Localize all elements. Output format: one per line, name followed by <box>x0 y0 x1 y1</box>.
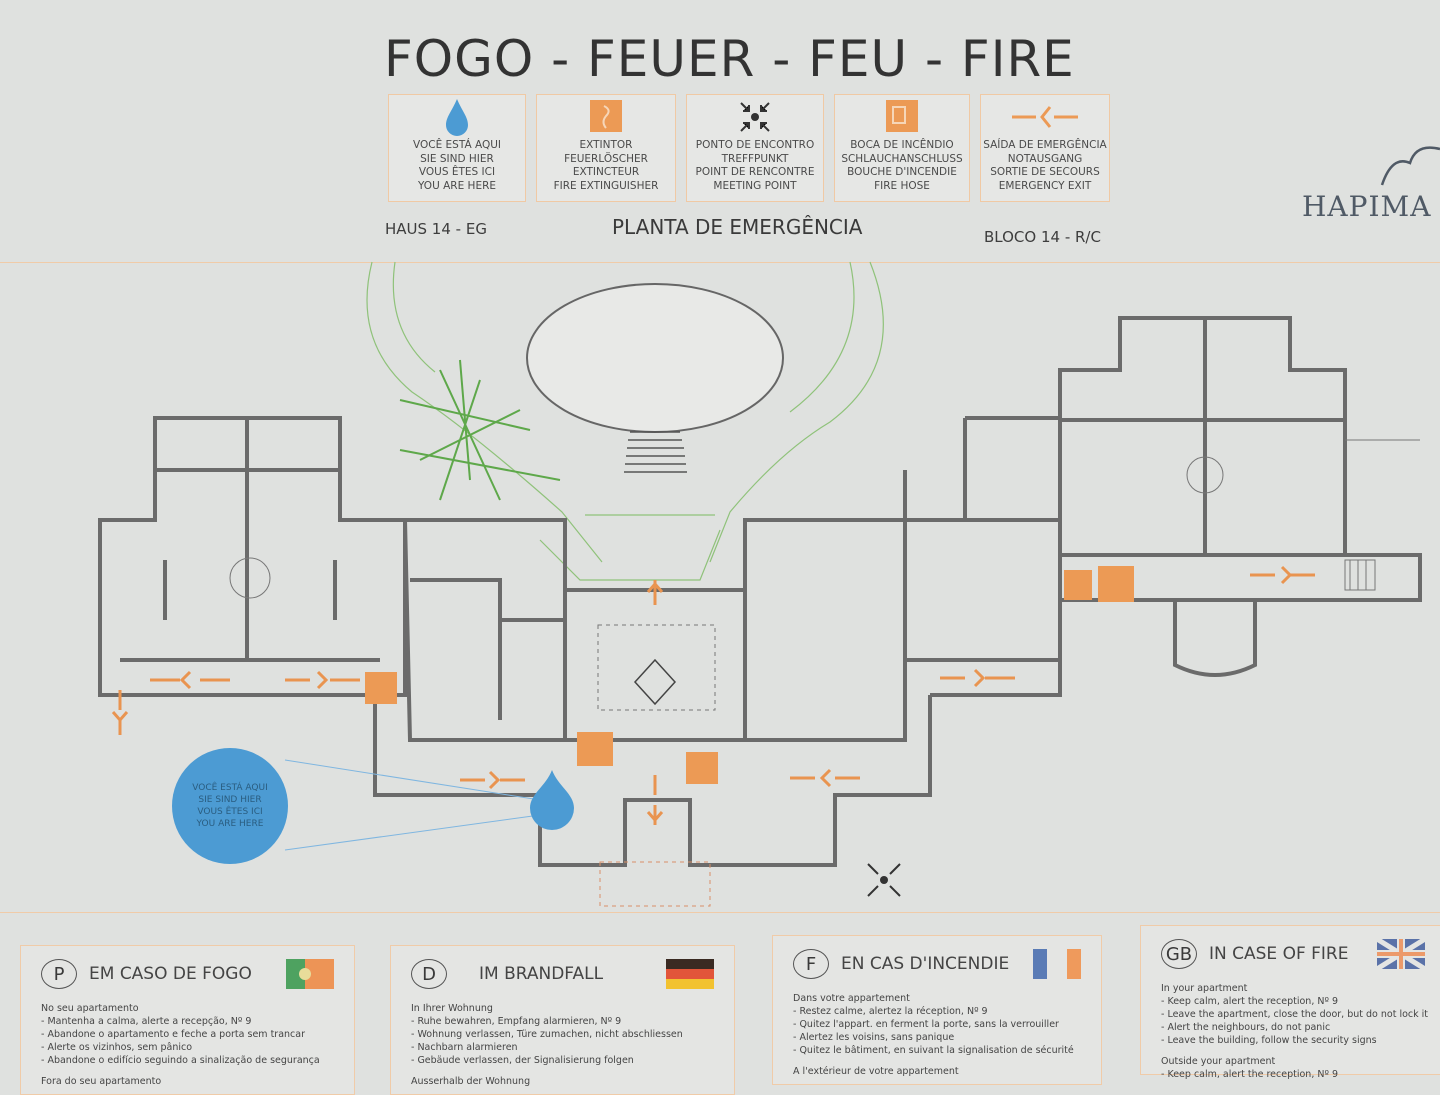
legend-you-are-here: VOCÊ ESTÁ AQUI SIE SIND HIER VOUS ÊTES I… <box>388 94 526 202</box>
instructions-german: D IM BRANDFALL In Ihrer Wohnung - Ruhe be… <box>390 945 735 1095</box>
building-label-pt: BLOCO 14 - R/C <box>984 228 1101 246</box>
legend-text: VOUS ÊTES ICI <box>418 166 496 178</box>
instructions-title: IM BRANDFALL <box>479 964 604 984</box>
instruction-line: In Ihrer Wohnung <box>411 1003 493 1014</box>
legend-text: NOTAUSGANG <box>1007 152 1083 165</box>
legend-text: EXTINCTEUR <box>572 166 640 178</box>
instruction-line: - Abandone o edifício seguindo a sinaliz… <box>41 1055 320 1066</box>
logo: HAPIMA <box>1302 190 1432 223</box>
building-walls <box>98 316 1422 867</box>
page-title: FOGO - FEUER - FEU - FIRE <box>384 30 1075 88</box>
instruction-line: - Leave the apartment, close the door, b… <box>1161 1009 1429 1020</box>
legend-text: TREFFPUNKT <box>721 152 789 165</box>
instruction-line: - Restez calme, alertez la réception, Nº… <box>793 1006 988 1017</box>
portugal-flag-icon <box>286 959 334 989</box>
language-code: D <box>411 959 447 989</box>
emergency-exit-arrow-icon <box>981 95 1109 139</box>
legend-text: BOUCHE D'INCENDIE <box>847 166 957 178</box>
legend-text: SCHLAUCHANSCHLUSS <box>841 152 963 165</box>
uk-flag-icon <box>1377 939 1425 969</box>
legend-text: YOU ARE HERE <box>417 179 497 192</box>
legend-text: SORTIE DE SECOURS <box>990 166 1100 178</box>
legend-text: FEUERLÖSCHER <box>564 152 648 165</box>
logo-mark-icon <box>1380 146 1440 186</box>
legend-meeting-point: PONTO DE ENCONTRO TREFFPUNKT POINT DE RE… <box>686 94 824 202</box>
garden-outline <box>366 261 884 581</box>
instruction-line: Fora do seu apartamento <box>41 1076 162 1087</box>
instruction-line: - Alerte os vizinhos, sem pânico <box>41 1042 193 1053</box>
floor-plan <box>98 261 1422 907</box>
legend-text: FIRE EXTINGUISHER <box>553 179 659 192</box>
fire-hose-icon <box>835 95 969 139</box>
pool <box>526 283 784 433</box>
plan-title: PLANTA DE EMERGÊNCIA <box>612 215 863 239</box>
interior-details <box>229 439 1420 907</box>
instructions-french: F EN CAS D'INCENDIE Dans votre appartemen… <box>772 935 1102 1085</box>
legend-text: SAÍDA DE EMERGÊNCIA <box>983 139 1107 151</box>
instruction-line: - Quitez l'appart. en ferment la porte, … <box>793 1019 1059 1030</box>
fire-equipment-markers <box>365 566 1134 784</box>
instruction-line: - Wohnung verlassen, Türe zumachen, nich… <box>411 1029 683 1040</box>
divider <box>0 262 1440 263</box>
instruction-line: No seu apartamento <box>41 1003 139 1014</box>
instruction-line: - Keep calm, alert the reception, Nº 9 <box>1161 996 1339 1007</box>
instruction-line: - Quitez le bâtiment, en suivant la sign… <box>793 1045 1074 1056</box>
instruction-line: - Gebäude verlassen, der Signalisierung … <box>411 1055 634 1066</box>
instruction-line: - Nachbarn alarmieren <box>411 1042 518 1053</box>
legend-text: POINT DE RENCONTRE <box>695 166 815 178</box>
instruction-line: - Abandone o apartamento e feche a porta… <box>41 1029 305 1040</box>
instruction-line: Dans votre appartement <box>793 993 910 1004</box>
instructions-portuguese: P EM CASO DE FOGO No seu apartamento - Ma… <box>20 945 355 1095</box>
legend-text: EXTINTOR <box>579 139 633 151</box>
instruction-line: In your apartment <box>1161 983 1248 994</box>
legend-text: VOCÊ ESTÁ AQUI <box>412 139 502 151</box>
instruction-line: - Keep calm, alert the reception, Nº 9 <box>1161 1069 1339 1080</box>
pool-stairs <box>624 431 687 473</box>
palm-tree-icon <box>399 359 561 501</box>
instruction-line: - Mantenha a calma, alerte a recepção, N… <box>41 1016 252 1027</box>
fire-extinguisher-icon <box>537 95 675 139</box>
you-are-here-callout: VOCÊ ESTÁ AQUI SIE SIND HIER VOUS ÊTES I… <box>172 748 288 864</box>
instructions-title: EN CAS D'INCENDIE <box>841 954 1010 974</box>
instruction-line: Outside your apartment <box>1161 1056 1276 1067</box>
you-are-here-pointer <box>284 759 574 851</box>
legend-text: MEETING POINT <box>713 179 797 192</box>
instruction-line: - Alert the neighbours, do not panic <box>1161 1022 1331 1033</box>
callout-text: VOCÊ ESTÁ AQUI <box>192 783 268 793</box>
instructions-title: EM CASO DE FOGO <box>89 964 252 984</box>
language-code: F <box>793 949 829 979</box>
instruction-line: - Alertez les voisins, sans panique <box>793 1032 955 1043</box>
legend-text: BOCA DE INCÊNDIO <box>850 139 954 151</box>
france-flag-icon <box>1033 949 1081 979</box>
legend-fire-hose: BOCA DE INCÊNDIO SCHLAUCHANSCHLUSS BOUCH… <box>834 94 970 202</box>
divider <box>0 912 1440 913</box>
legend-text: FIRE HOSE <box>874 179 930 192</box>
instructions-title: IN CASE OF FIRE <box>1209 944 1349 964</box>
legend-fire-extinguisher: EXTINTOR FEUERLÖSCHER EXTINCTEUR FIRE EX… <box>536 94 676 202</box>
building-label-de: HAUS 14 - EG <box>385 220 487 238</box>
instruction-line: - Ruhe bewahren, Empfang alarmieren, Nº … <box>411 1016 622 1027</box>
callout-text: YOU ARE HERE <box>196 819 264 829</box>
evacuation-arrows <box>111 565 1315 825</box>
legend-text: PONTO DE ENCONTRO <box>695 139 815 151</box>
language-code: P <box>41 959 77 989</box>
callout-text: SIE SIND HIER <box>198 795 262 805</box>
meeting-point-marker <box>867 863 901 897</box>
instructions-english: GB IN CASE OF FIRE In your apartment - Ke… <box>1140 925 1440 1080</box>
legend-emergency-exit: SAÍDA DE EMERGÊNCIA NOTAUSGANG SORTIE DE… <box>980 94 1110 202</box>
water-drop-icon <box>389 95 525 139</box>
legend-text: EMERGENCY EXIT <box>998 179 1092 192</box>
germany-flag-icon <box>666 959 714 989</box>
instruction-line: - Leave the building, follow the securit… <box>1161 1035 1377 1046</box>
meeting-point-icon <box>687 95 823 139</box>
callout-text: VOUS ÊTES ICI <box>197 807 263 817</box>
legend-text: SIE SIND HIER <box>420 152 494 165</box>
instruction-line: Ausserhalb der Wohnung <box>411 1076 531 1087</box>
language-code: GB <box>1161 939 1197 969</box>
instruction-line: A l'extérieur de votre appartement <box>793 1066 959 1077</box>
